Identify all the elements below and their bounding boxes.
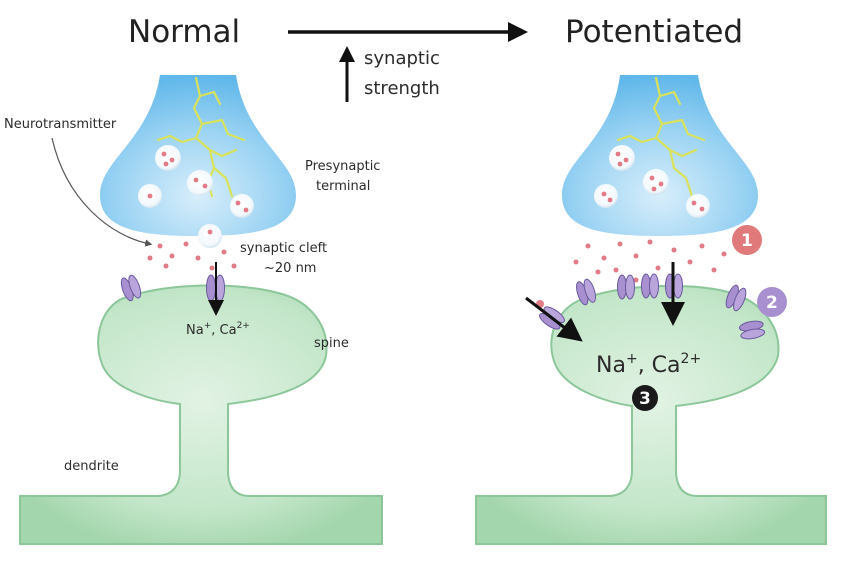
vesicle xyxy=(230,194,254,218)
vesicle xyxy=(187,170,213,196)
vesicle xyxy=(609,145,635,171)
axon-filaments-potentiated xyxy=(616,76,706,198)
vesicle xyxy=(643,169,669,195)
title-potentiated: Potentiated xyxy=(565,14,743,50)
ion-ca-sup: 2+ xyxy=(681,351,702,367)
receptor-center xyxy=(206,274,225,302)
vesicles xyxy=(138,145,254,248)
neurotransmitter-particles xyxy=(147,241,237,271)
ion-na-sup: + xyxy=(626,351,638,367)
receptor-left xyxy=(120,274,142,302)
vesicle xyxy=(155,145,181,171)
badge-1 xyxy=(732,225,762,255)
strength-up-arrowhead xyxy=(339,46,355,62)
badge-2-label: 2 xyxy=(766,293,778,313)
strength-label-line2: strength xyxy=(364,78,440,99)
ion-sep: , Ca xyxy=(211,323,236,338)
vesicle xyxy=(198,224,222,248)
vesicles-potentiated xyxy=(594,145,710,218)
receptor xyxy=(576,278,596,306)
dendritic-spine-potentiated xyxy=(475,284,827,545)
potentiated-synapse: Na+, Ca2+ 1 2 3 xyxy=(475,75,827,545)
badge-1-label: 1 xyxy=(741,231,753,251)
ion-na: Na xyxy=(596,353,626,378)
dendritic-spine xyxy=(19,284,383,545)
neurotransmitter-label: Neurotransmitter xyxy=(4,117,117,132)
potentiation-arrowhead xyxy=(508,22,528,42)
receptor xyxy=(617,274,635,300)
vesicle xyxy=(594,184,618,208)
presynaptic-terminal-potentiated xyxy=(562,75,758,236)
axon-filaments xyxy=(156,76,246,198)
badge-2 xyxy=(757,287,787,317)
vesicle xyxy=(686,194,710,218)
dendrite-label: dendrite xyxy=(64,459,119,474)
neurotransmitter-pointer xyxy=(51,137,153,247)
neurotransmitter-particles-potentiated xyxy=(573,239,727,283)
badge-3 xyxy=(632,385,658,411)
badge-3-label: 3 xyxy=(639,389,651,409)
receptor xyxy=(641,273,659,299)
ion-na: Na xyxy=(186,323,204,338)
ion-sep: , Ca xyxy=(638,353,681,378)
inserted-receptor xyxy=(738,320,766,340)
receptor xyxy=(725,284,747,312)
spine-label: spine xyxy=(314,336,349,351)
ion-label-potentiated: Na+, Ca2+ xyxy=(596,351,701,378)
cleft-label-line2: ~20 nm xyxy=(264,261,316,276)
cleft-label-line1: synaptic cleft xyxy=(240,241,327,256)
normal-synapse: Na+, Ca2+ Neurotransmitter Presynaptic t… xyxy=(4,75,383,545)
presynaptic-label-line1: Presynaptic xyxy=(305,159,380,174)
ion-ca-sup: 2+ xyxy=(237,321,250,331)
strength-label-line1: synaptic xyxy=(364,48,440,69)
ion-na-sup: + xyxy=(204,321,212,331)
ion-label: Na+, Ca2+ xyxy=(186,321,250,338)
presynaptic-label-line2: terminal xyxy=(316,179,370,194)
ion-flow-arrow-diagonal xyxy=(525,296,583,342)
title-normal: Normal xyxy=(128,14,240,50)
